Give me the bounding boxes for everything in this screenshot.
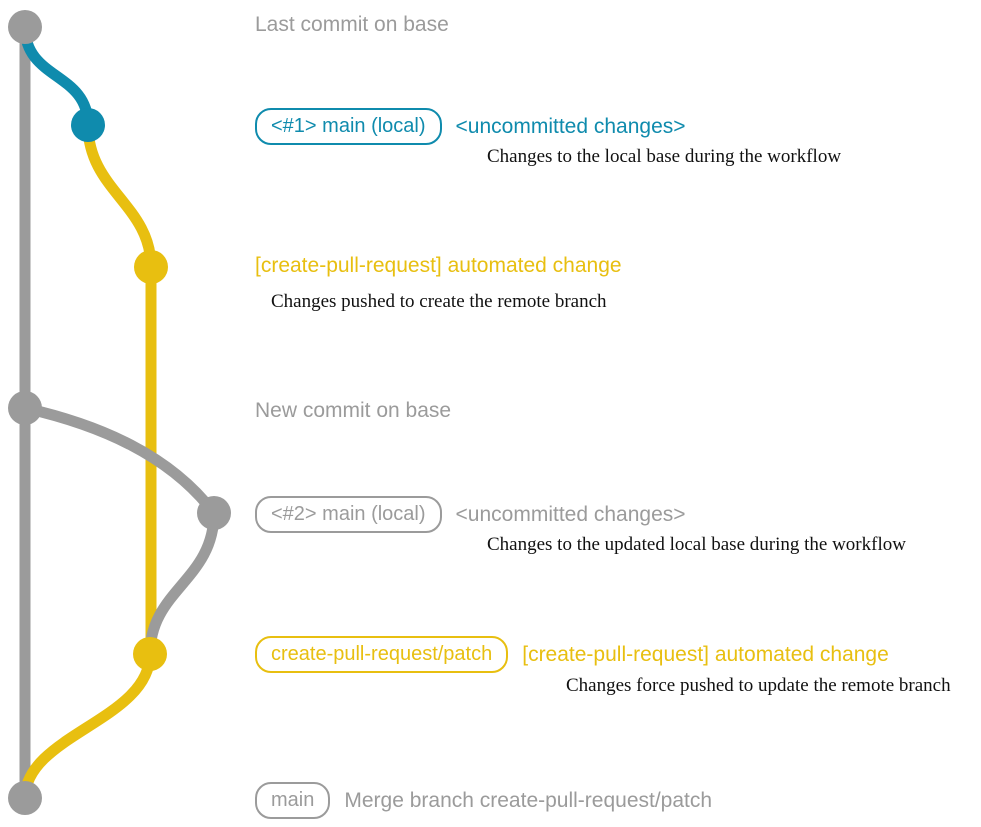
commit-row-commit-3: <#2> main (local) <uncommitted changes> xyxy=(255,496,686,533)
commit-row-last-commit-on-base: Last commit on base xyxy=(255,13,449,37)
commit-row-commit-1: <#1> main (local) <uncommitted changes> xyxy=(255,108,686,145)
commit-node-base-new[interactable] xyxy=(8,391,42,425)
commit-row-commit-5: main Merge branch create-pull-request/pa… xyxy=(255,782,712,819)
commit-node-base-head[interactable] xyxy=(8,10,42,44)
commit-headline: New commit on base xyxy=(255,399,452,422)
branch-line-updated-local-rejoin xyxy=(144,507,220,660)
commit-note: Changes to the local base during the wor… xyxy=(487,146,842,167)
branch-line-updated-local xyxy=(19,402,220,519)
commit-node-merge[interactable] xyxy=(8,781,42,815)
commit-headline: [create-pull-request] automated change xyxy=(255,254,622,277)
commit-note: Changes pushed to create the remote bran… xyxy=(271,291,607,312)
commit-node-local-1[interactable] xyxy=(71,108,105,142)
branch-ref-pill-main[interactable]: main xyxy=(255,782,331,819)
commit-note: Changes to the updated local base during… xyxy=(487,534,906,555)
commit-node-patch-1[interactable] xyxy=(134,250,168,284)
branch-ref-pill-main-local-2[interactable]: <#2> main (local) xyxy=(255,496,442,533)
commit-subject: [create-pull-request] automated change xyxy=(522,642,889,666)
commit-node-patch-2[interactable] xyxy=(133,637,167,671)
commit-node-local-2[interactable] xyxy=(197,496,231,530)
commit-subject: <uncommitted changes> xyxy=(455,114,686,138)
branch-ref-pill-create-pull-request-patch[interactable]: create-pull-request/patch xyxy=(255,636,509,673)
commit-row-new-commit-on-base: New commit on base xyxy=(255,399,451,423)
branch-ref-pill-main-local-1[interactable]: <#1> main (local) xyxy=(255,108,442,145)
commit-note: Changes force pushed to update the remot… xyxy=(566,675,951,696)
commit-subject: <uncommitted changes> xyxy=(455,502,686,526)
commit-subject: Merge branch create-pull-request/patch xyxy=(344,788,713,812)
branch-line-patch-merge xyxy=(19,648,156,804)
git-graph xyxy=(8,10,231,815)
commit-row-commit-2: [create-pull-request] automated change xyxy=(255,254,622,278)
commit-row-commit-4: create-pull-request/patch [create-pull-r… xyxy=(255,636,889,673)
commit-headline: Last commit on base xyxy=(255,13,449,36)
